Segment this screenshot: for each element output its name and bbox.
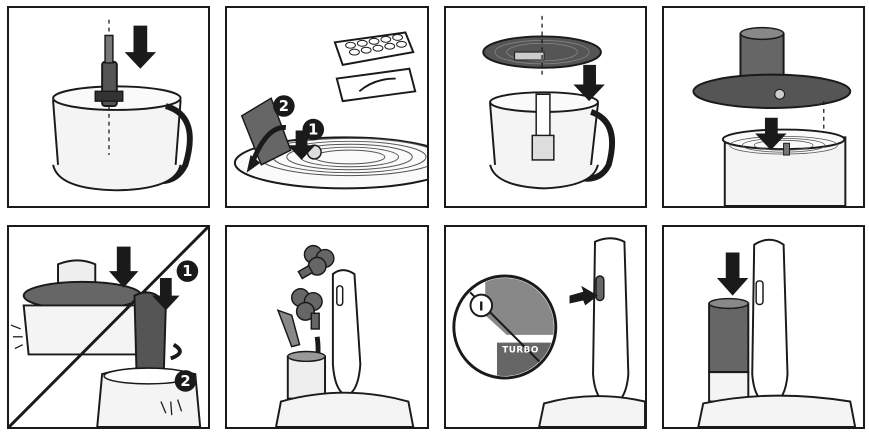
step-panel-6 xyxy=(225,225,429,429)
food-pusher-top xyxy=(709,299,748,309)
motor-button xyxy=(596,276,604,301)
svg-text:2: 2 xyxy=(279,98,289,115)
step-panel-4 xyxy=(662,6,865,208)
feed-tube-opening xyxy=(288,352,325,362)
disc-blade-slot xyxy=(515,52,544,60)
motor-button xyxy=(756,281,763,305)
push-food-illustration xyxy=(664,227,863,427)
step-panel-8 xyxy=(662,225,865,429)
feed-tube-top xyxy=(740,28,783,40)
step-panel-5: 1 2 xyxy=(7,225,210,429)
step-marker-1: 1 xyxy=(177,260,199,282)
lid-center xyxy=(775,89,785,99)
blade-holder xyxy=(532,135,554,160)
press-button-illustration: I TURBO xyxy=(446,227,645,427)
place-disc-illustration xyxy=(446,8,645,206)
feed-tube xyxy=(288,356,325,398)
insert-food-illustration xyxy=(227,227,427,427)
processor-base xyxy=(276,393,413,427)
step-panel-7: I TURBO xyxy=(444,225,647,429)
down-arrow-icon xyxy=(109,247,138,288)
step-panel-3 xyxy=(444,6,647,208)
step-panel-1 xyxy=(7,6,210,208)
svg-text:2: 2 xyxy=(180,373,190,390)
click-lines-left xyxy=(11,325,23,349)
shaft-top xyxy=(105,35,113,62)
power-symbol-label: I xyxy=(479,299,484,314)
turbo-label: TURBO xyxy=(502,345,539,355)
shredding-insert xyxy=(337,69,415,101)
attach-motor-illustration: 1 2 xyxy=(9,227,208,427)
step-marker-1: 1 xyxy=(302,119,324,141)
lid xyxy=(693,75,850,108)
down-arrow-icon xyxy=(717,252,748,295)
step-marker-2: 2 xyxy=(273,95,295,117)
bowl-base xyxy=(490,165,598,189)
motor-button xyxy=(337,286,343,306)
shaft-tip xyxy=(784,143,790,155)
button-zoom-circle: I TURBO xyxy=(454,276,556,378)
motor-unit xyxy=(752,240,787,406)
place-lid-illustration xyxy=(664,8,863,206)
processor-base xyxy=(698,396,855,427)
motor-unit xyxy=(593,238,628,405)
insert-disc-illustration: 2 1 xyxy=(227,8,427,206)
svg-text:1: 1 xyxy=(308,121,318,138)
bowl-base xyxy=(53,165,180,190)
broccoli-icon-2 xyxy=(292,289,322,329)
insert-blade-illustration xyxy=(9,8,208,206)
blade xyxy=(95,91,122,101)
processor-base xyxy=(539,396,645,427)
broccoli-icon xyxy=(298,246,333,279)
step-marker-2: 2 xyxy=(175,370,197,392)
carrot-icon xyxy=(278,310,300,346)
step-panel-2: 2 1 xyxy=(225,6,429,208)
rotate-arrow xyxy=(171,345,180,359)
food-pusher xyxy=(709,303,748,372)
svg-text:1: 1 xyxy=(182,263,192,280)
down-arrow-icon xyxy=(125,26,156,69)
